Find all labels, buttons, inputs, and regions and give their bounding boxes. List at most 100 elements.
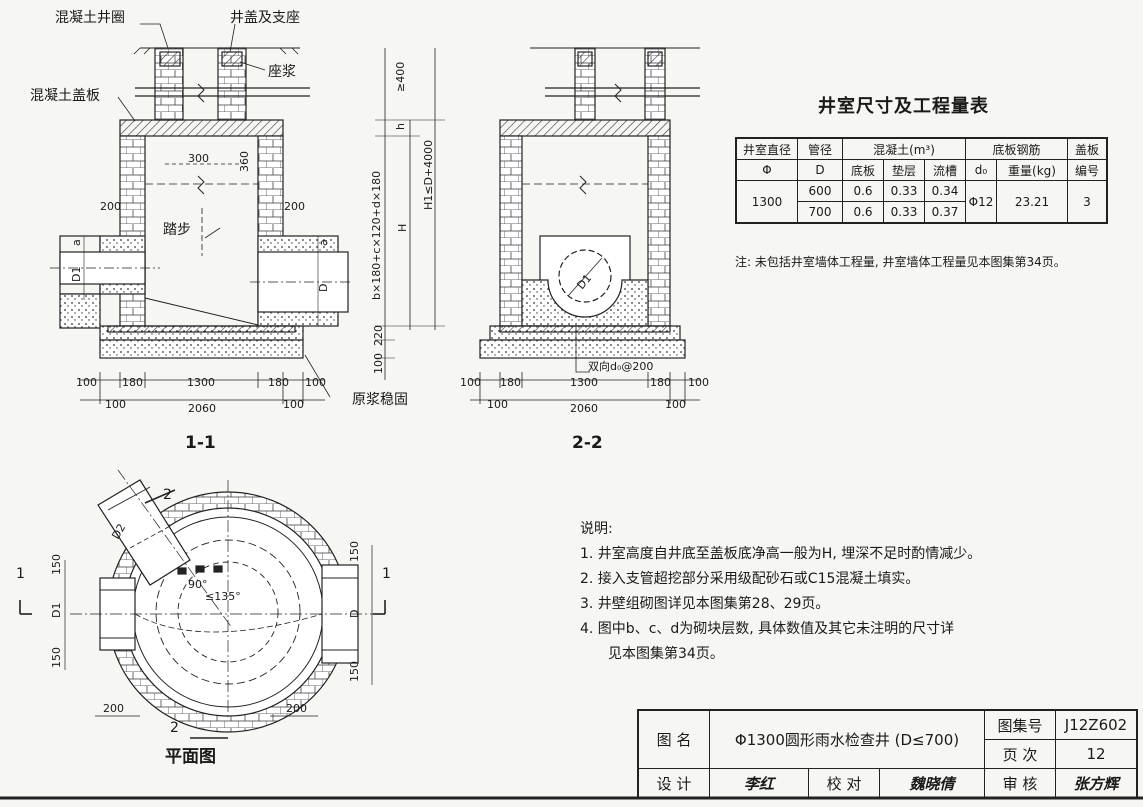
note-item: 3. 井壁组砌图详见本图集第28、29页。 [580, 596, 830, 612]
th-pipe: 管径 [797, 137, 843, 160]
dim-100-v: 100 [372, 353, 385, 374]
cell-diameter: 1300 [735, 180, 798, 224]
th-diameter: 井室直径 [735, 137, 798, 160]
note-item: 2. 接入支管超挖部分采用级配砂石或C15混凝土填实。 [580, 571, 920, 587]
th-d0: d₀ [965, 159, 997, 181]
tb-page-label: 页 次 [984, 739, 1056, 769]
cell-cushion: 0.33 [883, 180, 925, 202]
cell-trough: 0.37 [924, 201, 966, 224]
plan-title: 平面图 [165, 747, 216, 767]
tb-check-signature: 魏晓倩 [879, 768, 985, 799]
cell-base: 0.6 [842, 180, 884, 202]
label-concrete-slab: 混凝土盖板 [30, 88, 100, 104]
notes-block: 说明: 1. 井室高度自井底至盖板底净高一般为H, 埋深不足时酌情减少。 2. … [580, 517, 981, 667]
title-block: 图 名 Φ1300圆形雨水检查井 (D≤700) 图集号 J12Z602 页 次… [637, 709, 1138, 799]
dim-220: 220 [372, 325, 385, 346]
th-cushion: 垫层 [883, 159, 925, 181]
plan-dim-d: D [348, 610, 361, 618]
table-row: 700 0.6 0.33 0.37 [736, 201, 1107, 224]
label-step: 踏步 [163, 222, 191, 238]
quantity-table: 井室直径 管径 混凝土(m³) 底板钢筋 盖板 Φ D 底板 垫层 流槽 d₀ … [735, 137, 1108, 224]
plan-mark-2-bottom: 2 [170, 720, 179, 736]
dim-100-f: 100 [688, 376, 709, 389]
dim-100-c: 100 [105, 398, 126, 411]
cell-weight: 23.21 [996, 180, 1068, 224]
th-no: 编号 [1067, 159, 1108, 181]
label-rebar: 双向d₀@200 [588, 359, 653, 373]
cell-trough: 0.34 [924, 180, 966, 202]
dim-360: 360 [238, 151, 251, 172]
dim-2060-b: 2060 [570, 402, 598, 415]
dim-1300-a: 1300 [187, 376, 215, 389]
dim-200-left: 200 [100, 200, 121, 213]
dim-ge-400: ≥400 [394, 62, 407, 92]
plan-dim-135: ≤135° [205, 590, 241, 603]
dim-a-right: a [317, 239, 330, 246]
plan-mark-1-right: 1 [382, 566, 391, 582]
th-weight: 重量(kg) [996, 159, 1068, 181]
dim-bcd: b×180+c×120+d×180 [370, 171, 383, 300]
plan-dim-d1: D1 [50, 603, 63, 618]
plan-mark-1-left: 1 [16, 566, 25, 582]
label-seat-mortar: 座浆 [268, 64, 296, 80]
plan-view [19, 469, 386, 739]
dim-300: 300 [188, 152, 209, 165]
dim-h: h [394, 123, 407, 130]
dim-200-right: 200 [284, 200, 305, 213]
dim-180-a: 180 [122, 376, 143, 389]
notes-heading: 说明: [580, 521, 613, 537]
tb-review-signature: 张方辉 [1055, 768, 1138, 799]
tb-atlas-no: J12Z602 [1055, 709, 1138, 740]
plan-dim-90: 90° [188, 578, 208, 591]
dim-1300-b: 1300 [570, 376, 598, 389]
tb-name-label: 图 名 [637, 709, 710, 769]
dim-100-g: 100 [487, 398, 508, 411]
th-concrete: 混凝土(m³) [842, 137, 966, 160]
note-item: 见本图集第34页。 [608, 646, 724, 662]
plan-dim-200-r: 200 [286, 702, 307, 715]
dim-d1-left: D1 [70, 267, 83, 282]
note-item: 4. 图中b、c、d为砌块层数, 具体数值及其它未注明的尺寸详 [580, 621, 955, 637]
tb-review-label: 审 核 [984, 768, 1056, 799]
tb-atlas-label: 图集号 [984, 709, 1056, 740]
tb-drawing-name: Φ1300圆形雨水检查井 (D≤700) [709, 709, 985, 769]
th-cover: 盖板 [1067, 137, 1108, 160]
dim-100-d: 100 [283, 398, 304, 411]
label-cover-and-seat: 井盖及支座 [230, 10, 300, 26]
dim-180-b: 180 [268, 376, 289, 389]
plan-dim-150-l1: 150 [50, 554, 63, 575]
plan-dim-150-r1: 150 [348, 541, 361, 562]
tb-design-label: 设 计 [637, 768, 710, 799]
cell-cushion: 0.33 [883, 201, 925, 224]
plan-dim-200-l: 200 [103, 702, 124, 715]
cell-cover-no: 3 [1067, 180, 1108, 224]
th-base: 底板 [842, 159, 884, 181]
label-concrete-ring: 混凝土井圈 [55, 10, 125, 26]
section-title-2-2: 2-2 [572, 433, 603, 453]
section-1-1 [50, 23, 445, 404]
dim-d-right: D [317, 284, 330, 292]
th-rebar: 底板钢筋 [965, 137, 1068, 160]
table-note: 注: 未包括井室墙体工程量, 井室墙体工程量见本图集第34页。 [735, 255, 1066, 269]
dim-H: H [396, 224, 409, 232]
tb-check-label: 校 对 [808, 768, 880, 799]
tb-page-no: 12 [1055, 739, 1138, 769]
th-phi: Φ [735, 159, 798, 181]
plan-dim-150-r2: 150 [348, 661, 361, 682]
dim-2060-a: 2060 [188, 402, 216, 415]
table-row: 1300 600 0.6 0.33 0.34 Φ12 23.21 3 [735, 180, 1108, 224]
dim-100-b: 100 [305, 376, 326, 389]
label-grout: 原浆稳固 [352, 392, 408, 408]
dim-H1: H1≤D+4000 [422, 140, 435, 210]
note-item: 1. 井室高度自井底至盖板底净高一般为H, 埋深不足时酌情减少。 [580, 546, 982, 562]
tb-design-signature: 李红 [709, 768, 809, 799]
dim-100-a: 100 [76, 376, 97, 389]
dim-100-e: 100 [460, 376, 481, 389]
section-title-1-1: 1-1 [185, 433, 216, 453]
cell-D: 600 [797, 180, 843, 202]
plan-mark-2-top: 2 [163, 487, 172, 503]
cell-d0: Φ12 [965, 180, 997, 224]
section-2-2 [470, 47, 700, 404]
cell-D: 700 [797, 201, 843, 224]
dim-100-h: 100 [665, 398, 686, 411]
